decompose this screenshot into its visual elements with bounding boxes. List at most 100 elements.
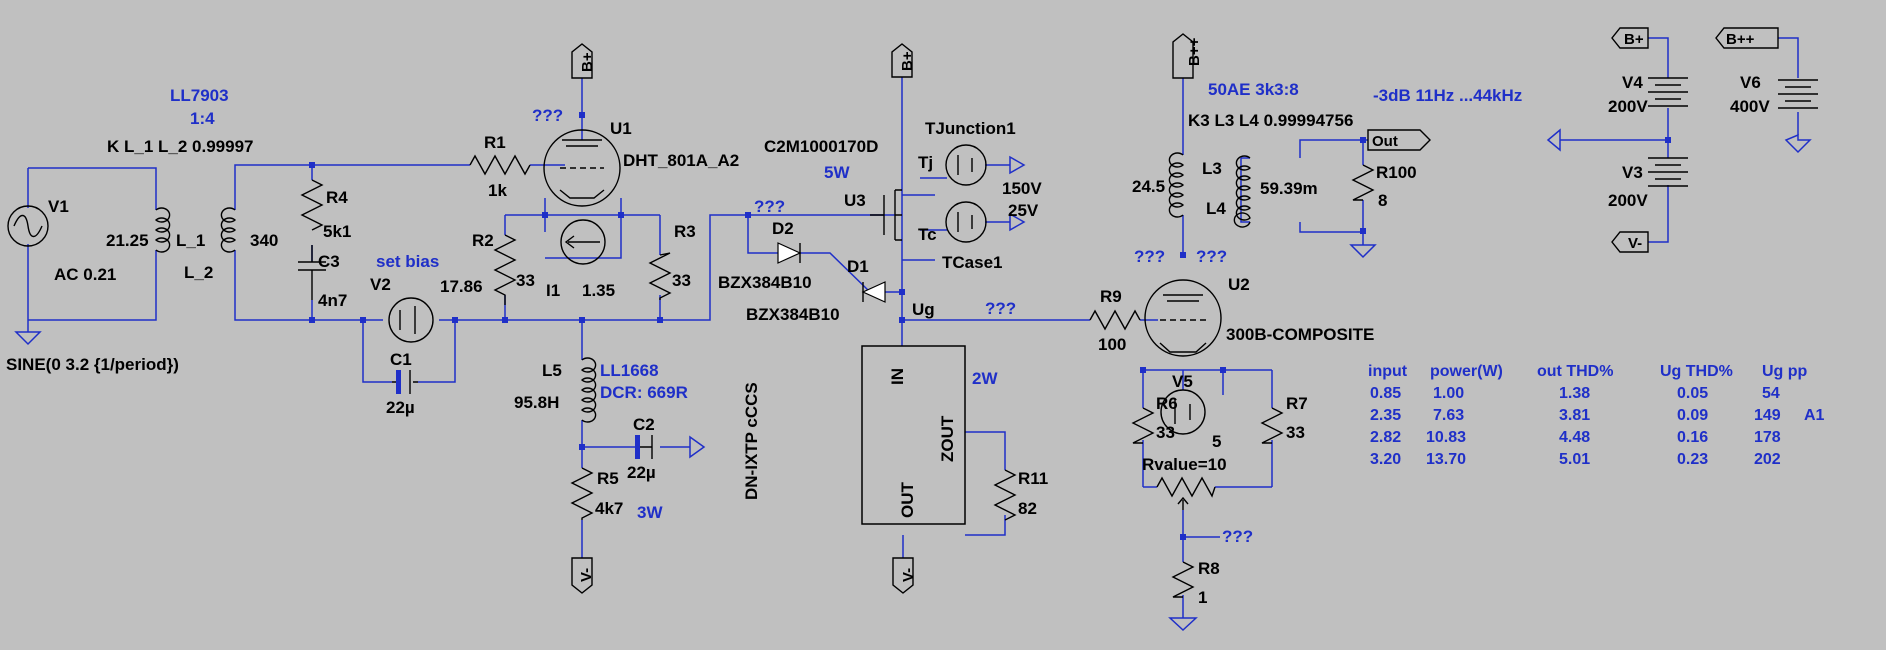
r100-resistor (1351, 164, 1375, 201)
r7-value: 33 (1286, 423, 1305, 442)
r4-label: R4 (326, 188, 348, 207)
table-row: 3.20 13.70 5.01 0.23 202 (1370, 451, 1781, 468)
r100-label: R100 (1376, 163, 1417, 182)
r6-resistor (1131, 407, 1155, 444)
table-cell: 3.81 (1559, 407, 1590, 424)
c3-value: 4n7 (318, 291, 347, 310)
d2-model: BZX384B10 (718, 273, 812, 292)
table-cell: 178 (1754, 429, 1781, 446)
c2-label: C2 (633, 415, 655, 434)
table-cell: 4.48 (1559, 429, 1590, 446)
tjunction-label: TJunction1 (925, 119, 1016, 138)
xfmr-label: 50AE 3k3:8 (1208, 80, 1299, 99)
r11-resistor (993, 469, 1017, 521)
c3-label: C3 (318, 252, 340, 271)
probe-wiper: ??? (1222, 527, 1253, 546)
tj-label: Tj (918, 153, 933, 172)
table-cell: 0.09 (1677, 407, 1708, 424)
ccs-power: 2W (972, 369, 998, 388)
table-cell: 2.82 (1370, 429, 1401, 446)
mosfet-model: C2M1000170D (764, 137, 878, 156)
ground-icon (14, 128, 1812, 632)
ps-vminus-flag: V- (1628, 235, 1642, 252)
c1-label: C1 (390, 350, 412, 369)
table-row: 2.35 7.63 3.81 0.09 149 A1 (1370, 407, 1825, 424)
table-header-cell: Ug pp (1762, 363, 1808, 380)
i1-label: I1 (546, 281, 560, 300)
junctions (309, 112, 1671, 540)
table-cell: 13.70 (1426, 451, 1466, 468)
r8-label: R8 (1198, 559, 1220, 578)
coupling-label: K L_1 L_2 0.99997 (107, 137, 253, 156)
transformer-ll7903 (154, 207, 237, 253)
v4-label: V4 (1622, 73, 1643, 92)
r7-label: R7 (1286, 394, 1308, 413)
v5-value: 5 (1212, 432, 1221, 451)
l5-choke (580, 357, 597, 423)
r3-value: 33 (672, 271, 691, 290)
probe-gate: ??? (754, 197, 785, 216)
table-cell: 3.20 (1370, 451, 1401, 468)
r8-value: 1 (1198, 588, 1207, 607)
u2-label: U2 (1228, 275, 1250, 294)
r6-value: 33 (1156, 423, 1175, 442)
v2-bias-source (388, 297, 434, 343)
set-bias-label: set bias (376, 252, 439, 271)
ccs-name: DN-IXTP cCCS (742, 382, 761, 500)
d1-model: BZX384B10 (746, 305, 840, 324)
v2-value: 17.86 (440, 277, 483, 296)
probe-ug: ??? (985, 299, 1016, 318)
v2-label: V2 (370, 275, 391, 294)
r5-resistor (570, 467, 594, 520)
v1-sine-label: SINE(0 3.2 {1/period}) (6, 355, 179, 374)
net-flags (571, 27, 1779, 594)
ps-bplus-flag: B+ (1624, 31, 1644, 48)
l1-label: L_1 (176, 231, 205, 250)
table-header-cell: out THD% (1537, 363, 1613, 380)
table-row: 2.82 10.83 4.48 0.16 178 (1370, 429, 1781, 446)
ccs-zout-label: ZOUT (938, 415, 957, 462)
tj-sensor (945, 144, 987, 186)
probe-plate-a: ??? (1134, 247, 1165, 266)
table-cell: 0.16 (1677, 429, 1708, 446)
u3-mosfet (870, 189, 902, 241)
v5-source (1160, 389, 1206, 435)
v4-value: 200V (1608, 97, 1648, 116)
table-cell: 10.83 (1426, 429, 1466, 446)
v3-label: V3 (1622, 163, 1643, 182)
r5-power: 3W (637, 503, 663, 522)
potentiometer (1156, 476, 1216, 510)
table-header-cell: Ug THD% (1660, 363, 1733, 380)
u1-label: U1 (610, 119, 632, 138)
v6-label: V6 (1740, 73, 1761, 92)
l2-value: 340 (250, 231, 278, 250)
ratio-label: 1:4 (190, 109, 215, 128)
coupling2-label: K3 L3 L4 0.99994756 (1188, 111, 1353, 130)
c2-capacitor (635, 435, 653, 459)
tc-sensor (945, 201, 987, 243)
table-cell: 149 (1754, 407, 1781, 424)
ccs-in-label: IN (888, 368, 907, 385)
r1-label: R1 (484, 133, 506, 152)
batteries (1648, 77, 1818, 187)
out-flag: Out (1372, 133, 1398, 150)
r9-resistor (1089, 309, 1141, 331)
l5-model: LL1668 (600, 361, 659, 380)
r2-value: 33 (516, 271, 535, 290)
tc-label: Tc (918, 225, 937, 244)
bandwidth-label: -3dB 11Hz ...44kHz (1373, 86, 1522, 105)
d1-zener-diode (861, 281, 886, 303)
results-table: input power(W) out THD% Ug THD% Ug pp 0.… (1368, 363, 1825, 468)
table-cell: 54 (1762, 385, 1780, 402)
v5-label: V5 (1172, 372, 1193, 391)
r2-label: R2 (472, 231, 494, 250)
r3-label: R3 (674, 222, 696, 241)
vminus-flag-1: V- (578, 568, 595, 582)
output-transformer (1168, 152, 1252, 228)
table-cell: 5.01 (1559, 451, 1590, 468)
v1-sine-source (7, 205, 49, 247)
c2-value: 22µ (627, 463, 656, 482)
ps-bplusplus-flag: B++ (1726, 31, 1755, 48)
l5-dcr: DCR: 669R (600, 383, 688, 402)
